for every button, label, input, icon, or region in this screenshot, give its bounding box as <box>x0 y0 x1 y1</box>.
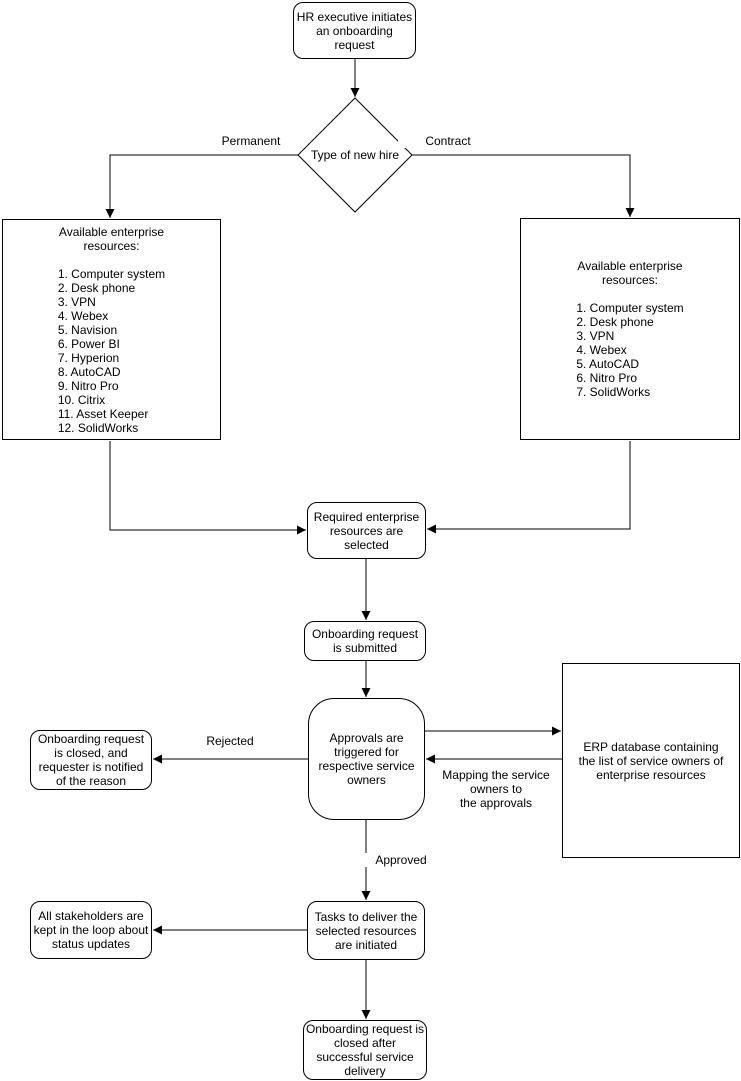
node-final-close: Onboarding request is closed after succe… <box>303 1020 427 1080</box>
list-item: 8. AutoCAD <box>57 364 121 379</box>
list-item: 12. SolidWorks <box>57 420 139 435</box>
node-stakeholders-label: All stakeholders are kept in the loop ab… <box>33 909 149 951</box>
edge-label-rejected: Rejected <box>180 734 280 748</box>
list-item: 2. Desk phone <box>57 280 136 295</box>
node-required-label: Required enterprise resources are select… <box>313 509 420 552</box>
resources-title: Available enterprise resources: <box>577 259 683 287</box>
node-erp-database: ERP database containing the list of serv… <box>562 663 740 858</box>
node-final-close-label: Onboarding request is closed after succe… <box>305 1022 425 1078</box>
edge-label-contract: Contract <box>398 134 498 148</box>
edge-label-approved: Approved <box>351 853 451 867</box>
edge-label-mapping: Mapping the service owners to the approv… <box>438 768 554 810</box>
edge-decision-to-permanent-resources <box>105 154 298 218</box>
list-item: 5. Navision <box>57 322 118 337</box>
edge-decision-to-contract-resources <box>412 154 635 217</box>
node-rejected-close-label: Onboarding request is closed, and reques… <box>37 732 145 788</box>
decision-diamond-shape <box>297 97 413 213</box>
node-request-submitted: Onboarding request is submitted <box>304 621 426 661</box>
list-item: 10. Citrix <box>57 392 106 407</box>
edge-contract-resources-to-required <box>427 441 631 534</box>
list-item: 6. Power BI <box>57 336 120 351</box>
node-approvals-triggered: Approvals are triggered for respective s… <box>308 698 425 820</box>
list-item: 9. Nitro Pro <box>57 378 119 393</box>
list-item: 3. VPN <box>576 329 615 343</box>
list-item: 1. Computer system <box>576 301 684 315</box>
node-required-resources-selected: Required enterprise resources are select… <box>307 502 426 559</box>
edge-label-permanent: Permanent <box>201 134 301 148</box>
node-erp-label: ERP database containing the list of serv… <box>578 739 724 782</box>
node-tasks-label: Tasks to deliver the selected resources … <box>314 909 418 952</box>
node-stakeholders-loop: All stakeholders are kept in the loop ab… <box>30 901 152 959</box>
node-tasks-initiated: Tasks to deliver the selected resources … <box>307 901 425 960</box>
node-available-resources-permanent: Available enterprise resources: 1. Compu… <box>2 219 221 440</box>
list-item: 6. Nitro Pro <box>576 371 637 385</box>
edge-permanent-resources-to-required <box>109 441 306 535</box>
list-item: 3. VPN <box>57 294 96 309</box>
list-item: 5. AutoCAD <box>576 357 640 371</box>
list-item: 11. Asset Keeper <box>57 406 149 421</box>
resources-title: Available enterprise resources: <box>58 224 165 253</box>
list-item: 2. Desk phone <box>576 315 654 329</box>
list-item: 4. Webex <box>576 343 627 357</box>
node-start-label: HR executive initiates an onboarding req… <box>296 9 413 52</box>
list-item: 7. SolidWorks <box>576 385 651 399</box>
node-available-resources-contract: Available enterprise resources: 1. Compu… <box>520 218 740 440</box>
node-approvals-label: Approvals are triggered for respective s… <box>318 731 415 787</box>
node-submitted-label: Onboarding request is submitted <box>311 627 419 655</box>
node-start: HR executive initiates an onboarding req… <box>293 2 416 59</box>
list-item: 7. Hyperion <box>57 350 120 365</box>
node-rejected-close: Onboarding request is closed, and reques… <box>30 730 152 790</box>
node-decision-label: Type of new hire <box>310 148 400 162</box>
list-item: 1. Computer system <box>57 266 166 281</box>
list-item: 4. Webex <box>57 308 109 323</box>
